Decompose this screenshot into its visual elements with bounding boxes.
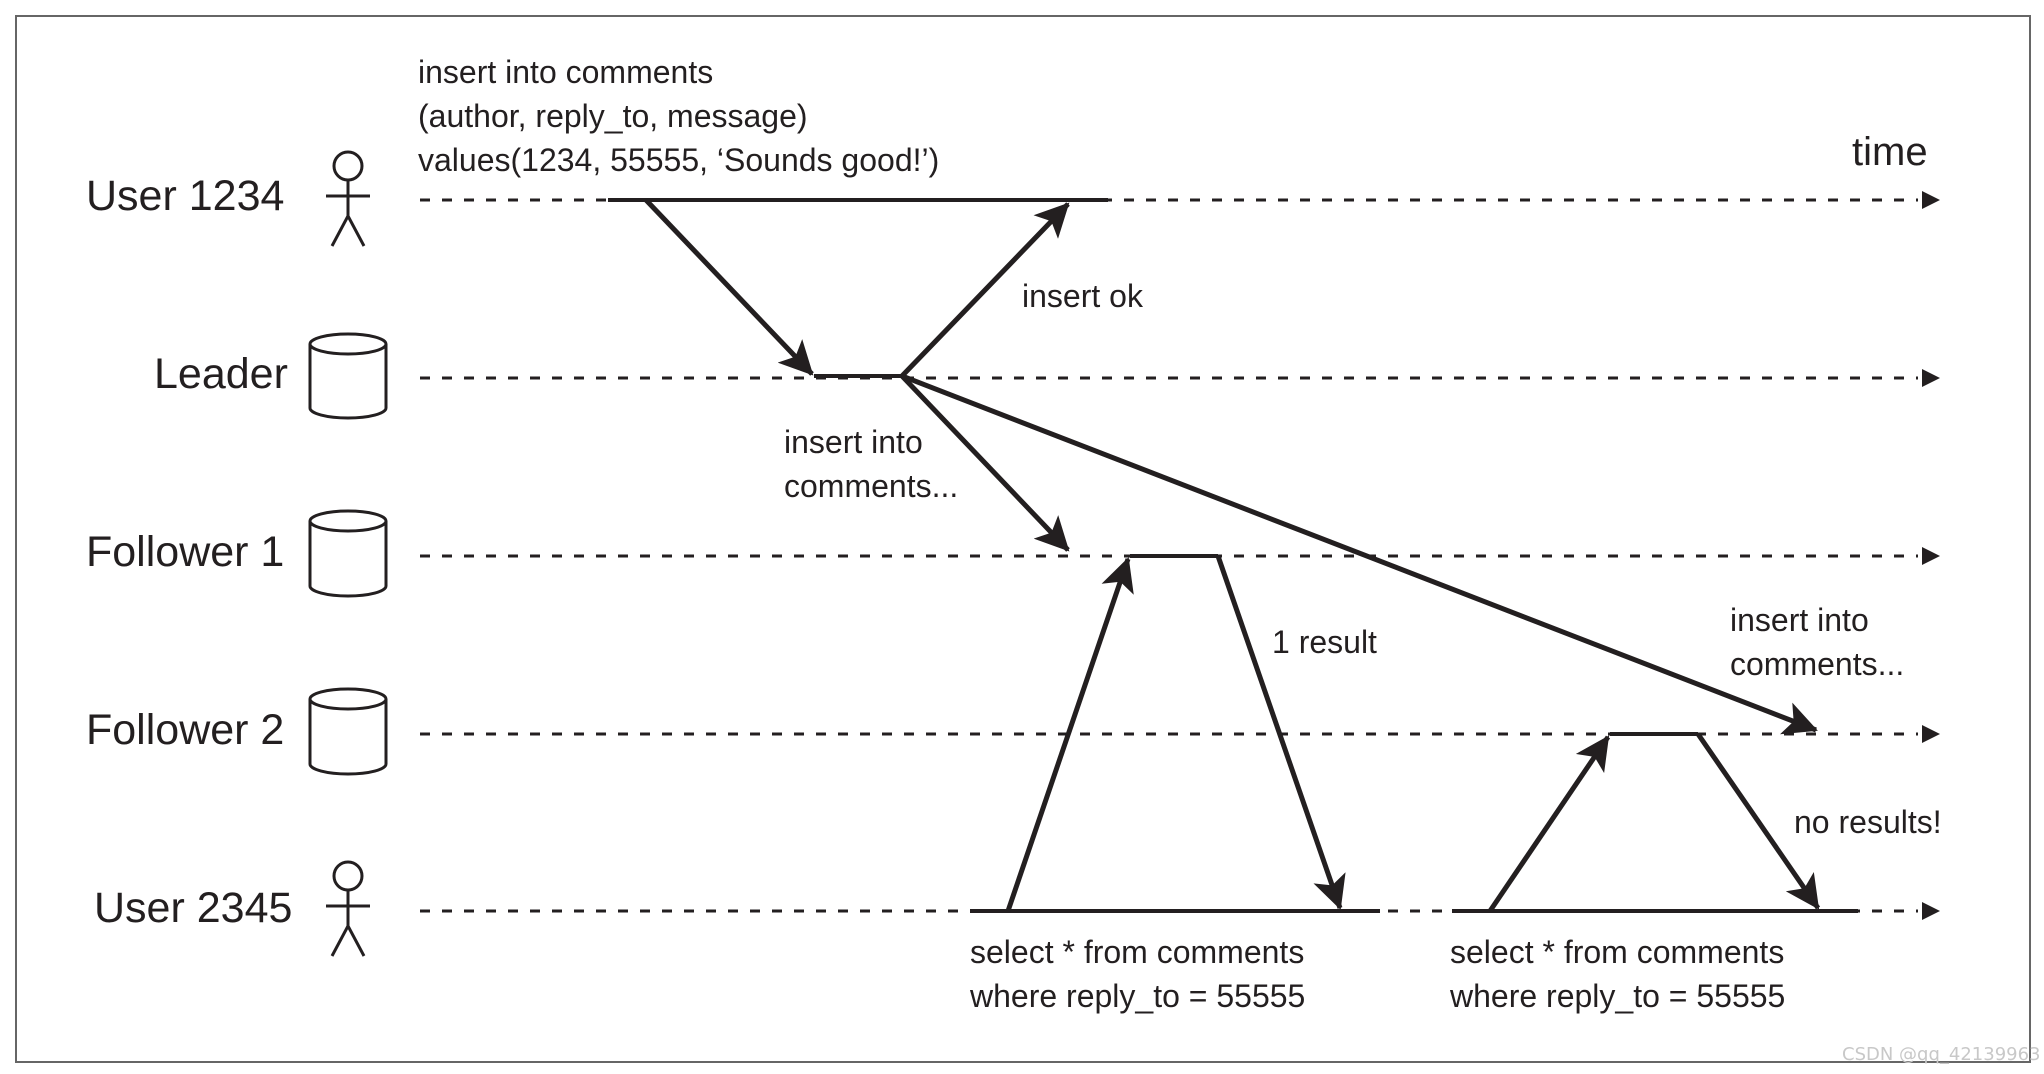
arrow-query-follower2 <box>1487 735 1611 913</box>
row-label-follower1: Follower 1 <box>86 528 285 576</box>
replicate-follower2-line-2: comments... <box>1730 646 1905 682</box>
arrow-insert-ok <box>900 202 1070 378</box>
replicate-follower1-line-2: comments... <box>784 468 959 504</box>
select-first-line-1: select * from comments <box>970 934 1305 970</box>
select-second-line-2: where reply_to = 55555 <box>1450 978 1786 1014</box>
person-icon <box>326 150 370 247</box>
insert-ok-note: insert ok <box>1022 278 1143 314</box>
no-results-note: no results! <box>1794 804 1942 840</box>
timeline-arrowhead-leader <box>1922 369 1940 387</box>
select-first-note: select * from comments where reply_to = … <box>970 930 1305 1018</box>
arrow-result-follower1 <box>1215 555 1346 910</box>
arrow-insert-to-leader <box>644 198 814 376</box>
row-label-leader: Leader <box>154 350 288 398</box>
row-label-user1234: User 1234 <box>86 172 285 220</box>
timeline-arrowhead-follower1 <box>1922 547 1940 565</box>
timeline-arrowhead-follower2 <box>1922 725 1940 743</box>
arrow-replicate-follower2 <box>901 373 1818 735</box>
replicate-follower2-note: insert into comments... <box>1730 598 1904 686</box>
database-icon <box>308 687 388 776</box>
database-icon <box>308 509 388 598</box>
replicate-follower2-line-1: insert into <box>1730 602 1869 638</box>
arrow-query-follower1 <box>1005 557 1134 912</box>
select-second-note: select * from comments where reply_to = … <box>1450 930 1785 1018</box>
row-label-follower2: Follower 2 <box>86 706 285 754</box>
select-first-line-2: where reply_to = 55555 <box>970 978 1306 1014</box>
activity-segments <box>608 198 1858 913</box>
timeline-arrowhead-user2345 <box>1922 902 1940 920</box>
csdn-watermark: CSDN @qq_42139963 <box>1842 1044 2041 1065</box>
timeline-arrowhead-user1234 <box>1922 191 1940 209</box>
replicate-follower1-note: insert into comments... <box>784 420 958 508</box>
arrow-replicate-follower1 <box>900 374 1070 552</box>
one-result-note: 1 result <box>1272 624 1377 660</box>
arrow-result-follower2 <box>1695 732 1821 910</box>
message-arrows <box>644 198 1821 913</box>
person-icon <box>326 860 370 957</box>
select-second-line-1: select * from comments <box>1450 934 1785 970</box>
timeline-arrowheads <box>1922 191 1940 920</box>
diagram-frame <box>15 15 2031 1063</box>
time-axis-label: time <box>1852 130 1928 174</box>
row-label-user2345: User 2345 <box>94 884 293 932</box>
insert-statement-line-1: insert into comments <box>418 54 714 90</box>
database-icon <box>308 332 388 420</box>
insert-statement-line-2: (author, reply_to, message) <box>418 98 808 134</box>
insert-statement-note: insert into comments (author, reply_to, … <box>418 50 939 182</box>
insert-statement-line-3: values(1234, 55555, ‘Sounds good!’) <box>418 142 940 178</box>
replicate-follower1-line-1: insert into <box>784 424 923 460</box>
